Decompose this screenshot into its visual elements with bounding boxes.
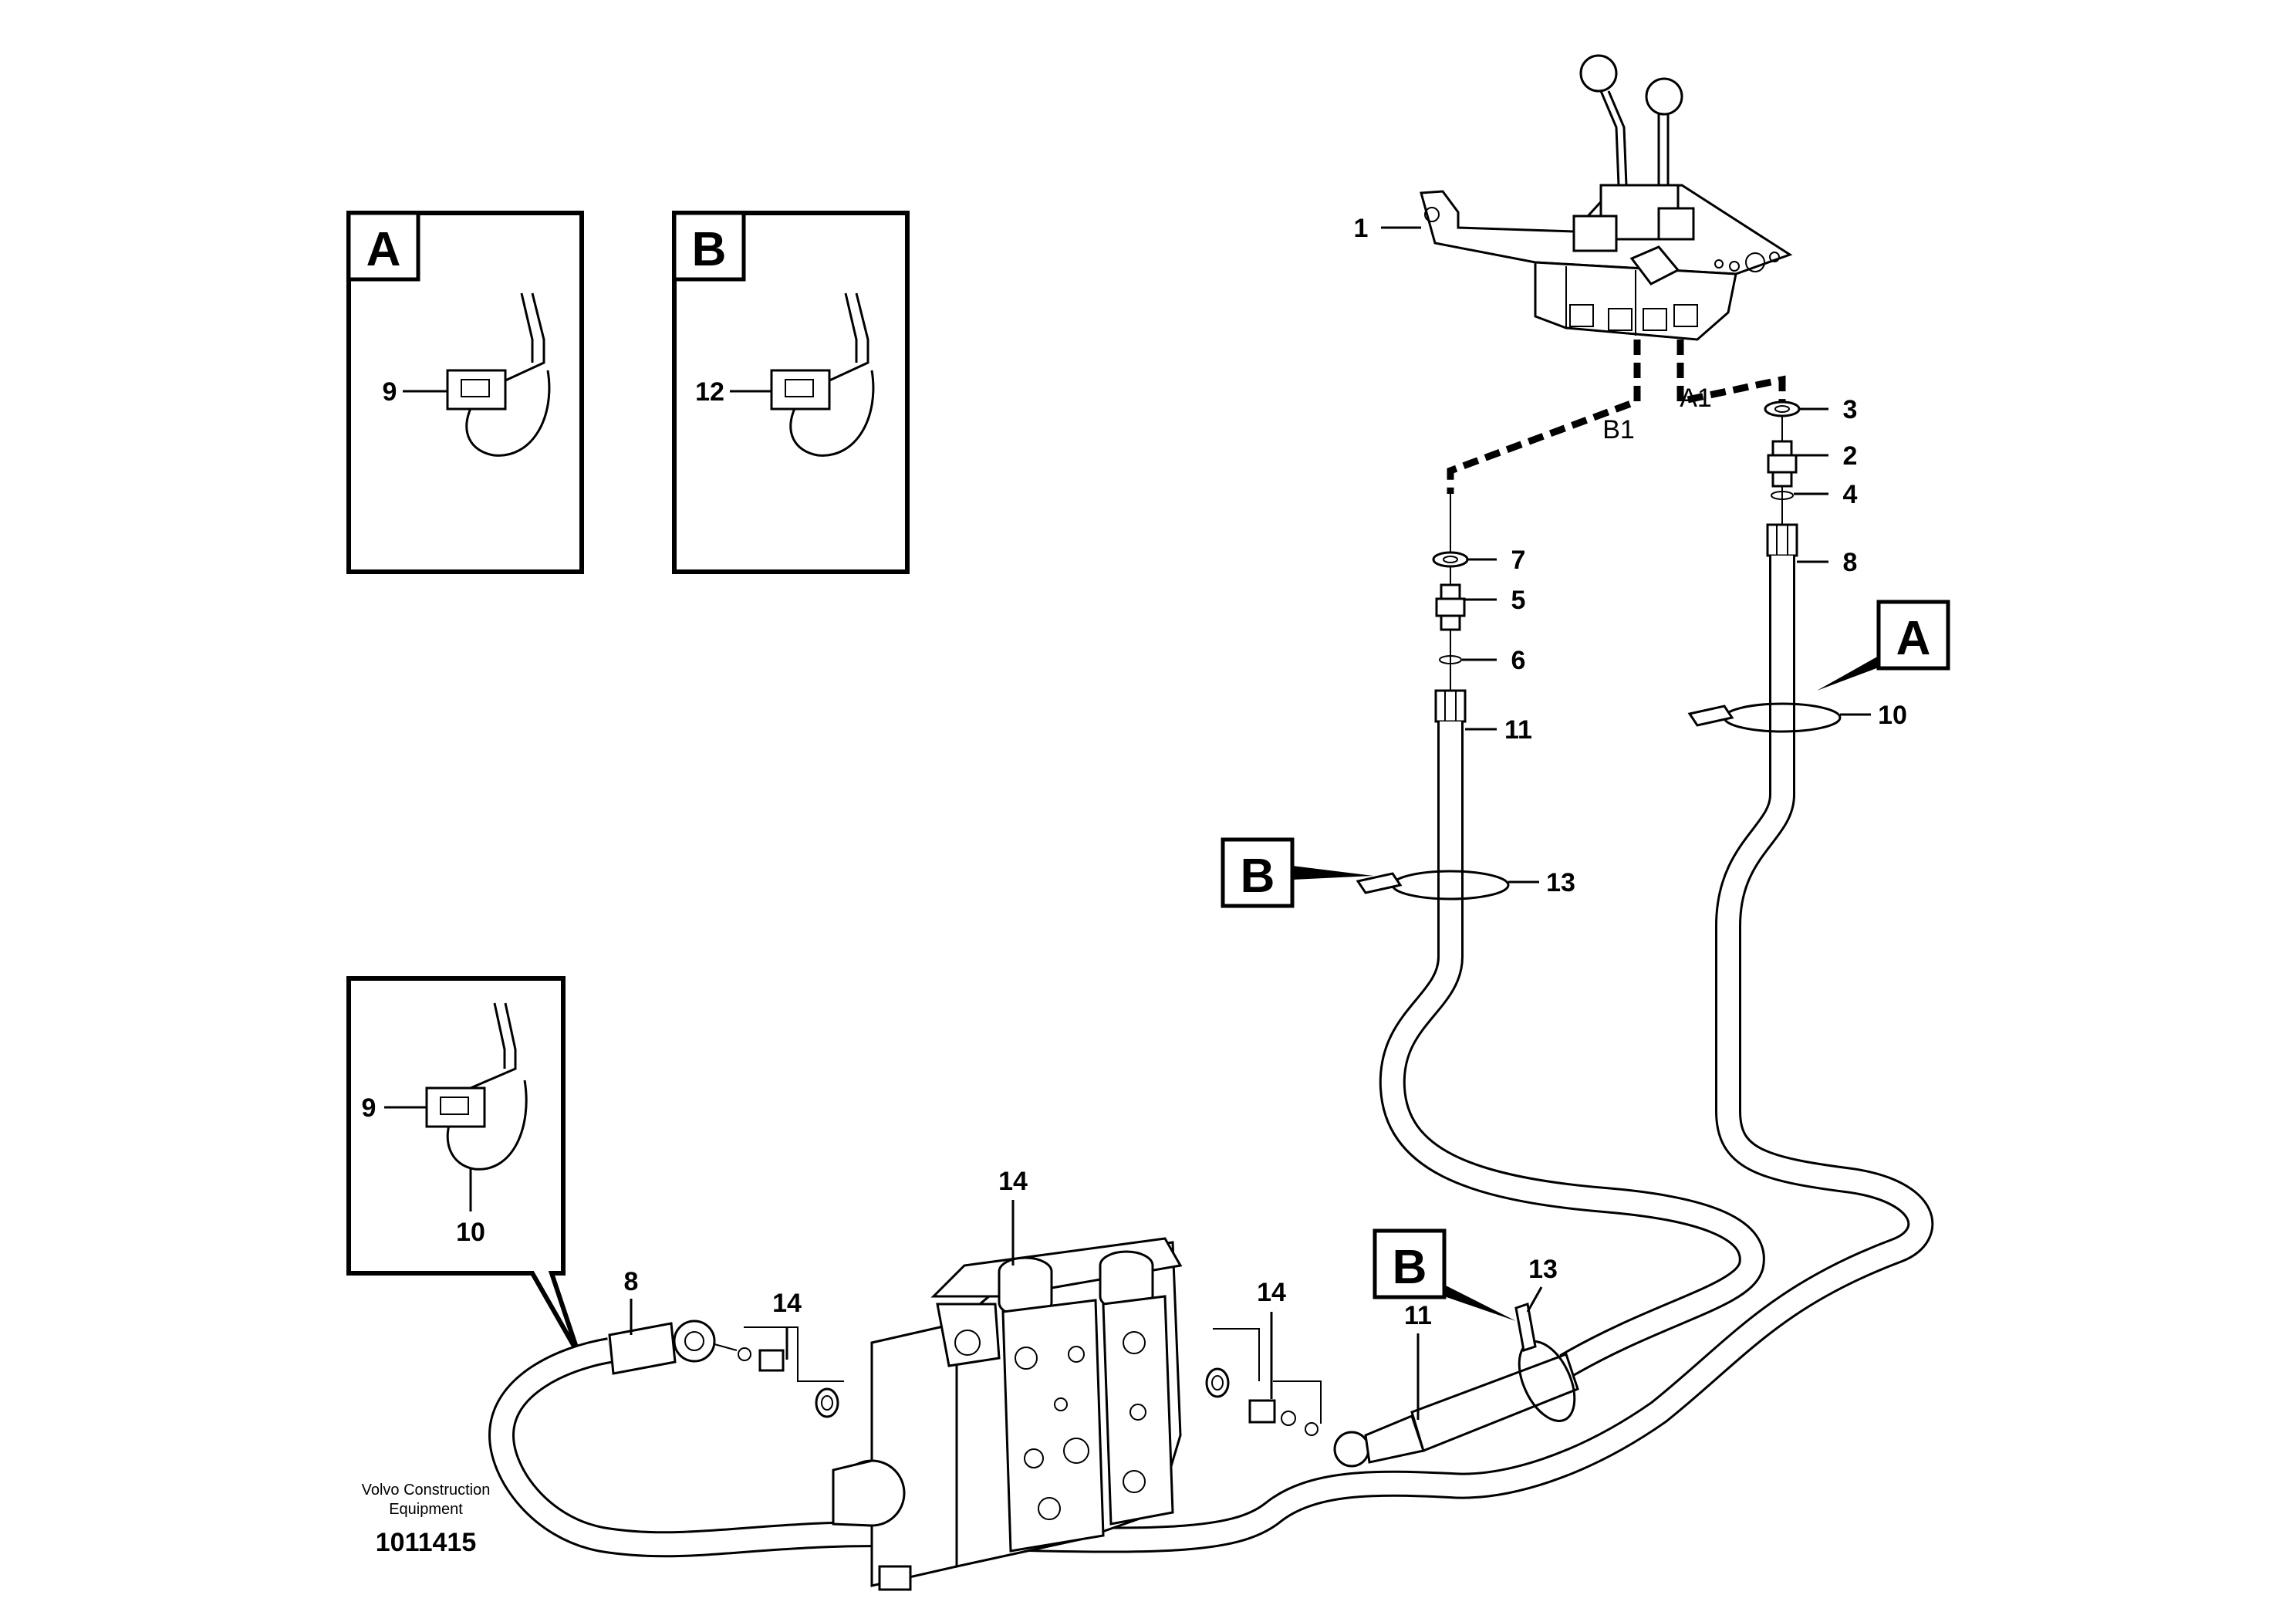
callout-13-upper: 13 (1546, 868, 1575, 897)
hose-8-end-fitting (608, 1320, 844, 1418)
tag-b-lower-letter: B (1393, 1241, 1427, 1294)
pilot-control-valve (1420, 54, 1793, 341)
callout-14-left: 14 (772, 1289, 802, 1318)
callout-detail-b-part: 12 (695, 377, 724, 407)
callout-detail-lower-part-b: 10 (456, 1218, 485, 1247)
b1-fitting-stack (1432, 494, 1469, 723)
tag-a-reference: A (1817, 600, 1950, 691)
footer-drawing-number: 1011415 (376, 1528, 477, 1557)
hose-11 (1379, 721, 1765, 1377)
callout-13-lower: 13 (1528, 1255, 1558, 1284)
callout-10: 10 (1878, 701, 1907, 730)
cable-tie-mount-icon (446, 292, 551, 457)
a1-fitting-stack (1764, 400, 1801, 557)
callout-detail-lower-part-a: 9 (362, 1093, 376, 1123)
detail-box-b-letter: B (692, 223, 727, 276)
tag-b-upper-reference: B (1221, 837, 1373, 908)
main-control-valve (832, 1237, 1183, 1591)
detail-box-a: A 9 (346, 211, 584, 574)
callout-6: 6 (1511, 646, 1526, 675)
detail-box-lower: 9 10 (346, 976, 581, 1356)
callout-8-lower: 8 (624, 1267, 639, 1296)
callout-14-right: 14 (1257, 1278, 1286, 1307)
cable-tie-13-upper (1356, 870, 1510, 901)
detail-box-b: B 12 (672, 211, 910, 574)
callout-4: 4 (1843, 480, 1858, 509)
callout-8-upper: 8 (1843, 548, 1858, 577)
hose-11-elbow (1333, 1353, 1579, 1468)
callout-detail-a-part: 9 (383, 377, 397, 407)
callout-11-upper: 11 (1504, 715, 1532, 745)
detail-box-a-letter: A (366, 223, 401, 276)
cable-tie-13-lower (1514, 1303, 1576, 1422)
footer-brand-line1: Volvo Construction (362, 1482, 491, 1499)
callout-1: 1 (1354, 214, 1369, 243)
hose-8 (488, 556, 1934, 1558)
tag-b-lower-reference: B (1373, 1228, 1516, 1321)
callout-2: 2 (1843, 441, 1858, 471)
footer-brand-line2: Equipment (389, 1501, 463, 1518)
callout-5: 5 (1511, 586, 1526, 615)
cable-tie-mount-icon (425, 1002, 528, 1171)
callout-7: 7 (1511, 546, 1526, 575)
dashed-connection-a1 (1676, 340, 1786, 406)
callout-14-top: 14 (998, 1167, 1028, 1196)
callout-11-lower: 11 (1404, 1301, 1432, 1330)
cable-tie-10 (1687, 702, 1842, 733)
right-fitting-stack (1205, 1328, 1322, 1436)
callout-3: 3 (1843, 395, 1858, 424)
port-label-b1: B1 (1602, 415, 1635, 444)
dashed-connection-b1 (1447, 340, 1641, 494)
tag-a-letter: A (1896, 612, 1931, 665)
cable-tie-mount-icon (770, 292, 875, 457)
tag-b-upper-letter: B (1241, 850, 1275, 903)
